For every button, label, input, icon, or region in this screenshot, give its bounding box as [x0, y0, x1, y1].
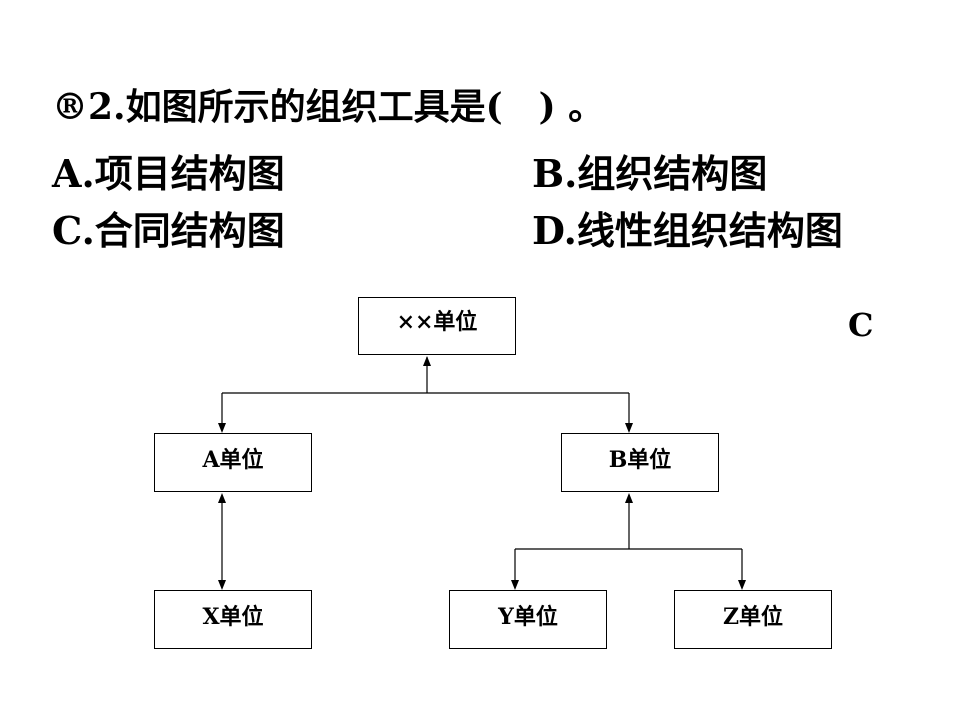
connector-ax-down-arrowhead [218, 580, 226, 590]
answer-label: C [848, 306, 874, 344]
node-unit-x: X单位 [154, 590, 312, 649]
node-unit-a: A单位 [154, 433, 312, 492]
option-c: C.合同结构图 [52, 208, 285, 253]
connector-b-bottom-arrowhead [625, 493, 633, 503]
connector-y-arrowhead [511, 580, 519, 590]
option-a: A.项目结构图 [52, 151, 285, 196]
node-unit-y: Y单位 [449, 590, 607, 649]
connector-b-arrowhead [625, 423, 633, 433]
question-text: ®2.如图所示的组织工具是( ) 。 [52, 86, 605, 128]
node-unit-b: B单位 [561, 433, 719, 492]
option-b: B.组织结构图 [532, 151, 768, 196]
connector-z-arrowhead [738, 580, 746, 590]
node-root-unit: ××单位 [358, 297, 516, 355]
node-unit-z: Z单位 [674, 590, 832, 649]
connector-root-arrowhead [423, 356, 431, 366]
option-d: D.线性组织结构图 [532, 208, 843, 253]
connector-ax-up-arrowhead [218, 493, 226, 503]
connector-a-arrowhead [218, 423, 226, 433]
